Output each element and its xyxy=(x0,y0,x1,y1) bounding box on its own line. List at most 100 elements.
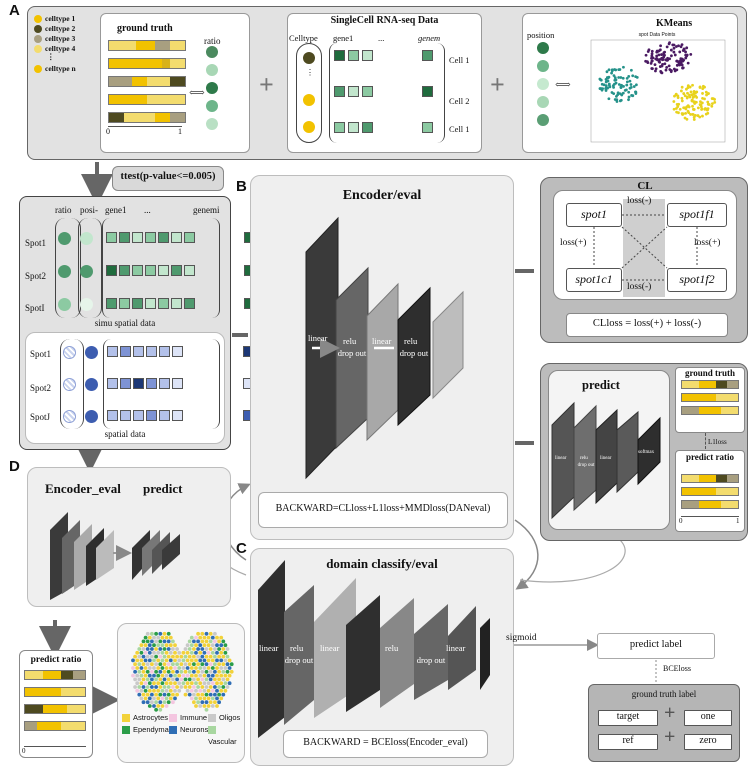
kmeans-point xyxy=(659,44,662,48)
tissue-spot xyxy=(168,681,173,686)
tissue-spot xyxy=(219,643,224,648)
simu-caption: simu spatial data xyxy=(94,318,156,328)
kmeans-point xyxy=(651,67,654,71)
ratio-circle xyxy=(537,96,549,108)
tissue-spot xyxy=(210,666,215,670)
simu-posi-bracket xyxy=(78,218,102,318)
tissue-spot xyxy=(164,643,169,648)
ratio-circle xyxy=(206,100,218,112)
ratio-circle xyxy=(206,82,218,94)
tissue-spot xyxy=(150,685,154,689)
tissue-spot xyxy=(139,650,144,655)
tissue-spot xyxy=(135,650,140,655)
tissue-spot xyxy=(219,688,224,693)
kmeans-point xyxy=(684,111,688,115)
ratio-circle xyxy=(537,114,549,126)
kmeans-point xyxy=(680,96,684,100)
tissue-spot xyxy=(206,666,211,670)
kmeans-point xyxy=(615,100,619,103)
kmeans-point xyxy=(692,118,696,121)
tissue-spot xyxy=(160,673,165,678)
tissue-legend-oligos: Oligos xyxy=(219,713,241,722)
sigmoid-label: sigmoid xyxy=(506,633,537,643)
tissue-spot xyxy=(143,696,148,701)
tissue-spot xyxy=(158,707,163,712)
kmeans-point xyxy=(654,69,657,73)
gt-plus-1: + xyxy=(664,702,676,724)
tissue-spot xyxy=(192,669,196,674)
simu-spot-2: Spot2 xyxy=(25,271,47,281)
tissue-spot xyxy=(141,692,146,697)
real-position-circle xyxy=(85,346,98,359)
tissue-spot xyxy=(150,631,154,636)
encoder-title: Encoder/eval xyxy=(342,188,422,203)
matrix-cell xyxy=(362,50,373,61)
cl-formula: CLloss = loss(+) + loss(-) xyxy=(592,318,702,329)
tissue-spot xyxy=(217,669,222,674)
tissue-spot xyxy=(173,696,177,701)
matrix-cell xyxy=(362,86,373,97)
kmeans-point xyxy=(628,79,632,83)
tissue-spot xyxy=(141,662,146,667)
legend-dot-1 xyxy=(34,15,42,24)
simu-cell xyxy=(106,232,117,243)
tissue-spot xyxy=(154,700,159,705)
simu-cell xyxy=(145,298,156,309)
kmeans-point xyxy=(604,84,608,87)
kmeans-point xyxy=(707,103,711,106)
tissue-spot xyxy=(156,643,161,648)
tissue-spot xyxy=(179,654,184,659)
real-cell xyxy=(146,378,157,389)
gt-axis xyxy=(108,126,182,127)
tissue-spot xyxy=(152,650,156,655)
tissue-spot xyxy=(189,643,194,648)
kmeans-point xyxy=(685,105,689,109)
kmeans-point xyxy=(687,105,691,109)
kmeans-point xyxy=(686,61,690,65)
tissue-spot xyxy=(131,658,135,663)
predict-ratio-small-title: predict ratio xyxy=(30,655,82,665)
kmeans-point xyxy=(607,68,611,72)
kmeans-point xyxy=(610,71,613,75)
tissue-spot xyxy=(164,681,169,686)
kmeans-point xyxy=(671,43,675,47)
real-hatched-circle xyxy=(63,346,76,359)
tissue-spot xyxy=(168,635,173,640)
tissue-spot xyxy=(137,647,142,651)
simu-genem: genemi xyxy=(193,205,220,215)
celltype-ball-1 xyxy=(303,52,315,64)
kmeans-point xyxy=(701,92,704,95)
real-spot-2: Spot2 xyxy=(30,383,52,393)
tissue-spot xyxy=(221,692,226,697)
encoder-layer-relu-2: relu xyxy=(404,336,418,346)
kmeans-point xyxy=(707,92,710,95)
tissue-spot xyxy=(219,635,224,640)
tissue-spot xyxy=(135,688,140,693)
tissue-spot xyxy=(143,650,148,655)
simu-matrix-bracket xyxy=(102,218,220,318)
tissue-spot xyxy=(162,677,167,682)
tissue-spot xyxy=(143,673,148,678)
tissue-spot xyxy=(147,658,152,663)
tissue-spot xyxy=(166,700,171,705)
kmeans-point xyxy=(634,90,638,94)
legend-celltype-4: celltype 4 xyxy=(45,44,76,53)
simu-circle xyxy=(58,232,71,245)
kmeans-point xyxy=(598,77,602,81)
tissue-spot xyxy=(215,681,219,686)
tissue-spot xyxy=(158,654,163,659)
tissue-swatch-5 xyxy=(169,726,177,735)
tissue-spot xyxy=(213,654,217,659)
tissue-spot xyxy=(160,681,165,686)
tissue-spot xyxy=(175,677,180,682)
tissue-spot xyxy=(210,704,215,708)
curve-predict-to-c xyxy=(519,539,626,583)
kmeans-point xyxy=(621,76,625,80)
tissue-spot xyxy=(143,688,148,693)
simu-cell xyxy=(171,232,182,243)
kmeans-point xyxy=(701,114,704,118)
tissue-spot xyxy=(200,685,205,689)
tissue-spot xyxy=(154,654,159,659)
kmeans-point xyxy=(680,112,684,115)
kmeans-point xyxy=(678,59,682,63)
